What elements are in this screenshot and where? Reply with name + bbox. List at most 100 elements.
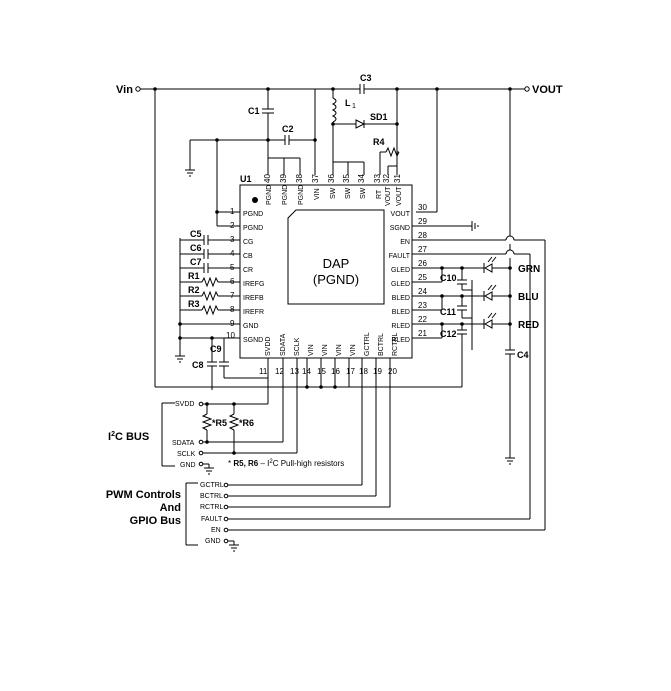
r5-label: *R5: [212, 418, 227, 428]
svg-text:22: 22: [418, 315, 427, 324]
resistor-r6: [228, 413, 240, 431]
svg-text:20: 20: [388, 367, 397, 376]
led-grn-label: GRN: [518, 264, 540, 275]
svg-text:CR: CR: [243, 267, 253, 274]
svg-text:VOUT: VOUT: [396, 186, 403, 206]
c1-label: C1: [248, 106, 260, 116]
svg-text:15: 15: [317, 367, 326, 376]
led-red: [483, 312, 510, 329]
svg-text:1: 1: [352, 103, 356, 110]
svg-text:11: 11: [259, 367, 268, 376]
c3-label: C3: [360, 73, 372, 83]
svg-text:IREFB: IREFB: [243, 295, 264, 302]
svg-text:25: 25: [418, 273, 427, 282]
svg-text:IREFR: IREFR: [243, 309, 264, 316]
svg-text:40: 40: [263, 174, 272, 183]
svg-text:VOUT: VOUT: [385, 186, 392, 206]
svg-text:12: 12: [275, 367, 284, 376]
svg-text:RLED: RLED: [391, 337, 410, 344]
vin-terminal: [135, 86, 141, 92]
svg-text:24: 24: [418, 287, 427, 296]
i2c-bus-label: I2C BUS: [108, 431, 149, 443]
r3-label: R3: [188, 299, 200, 309]
svg-text:30: 30: [418, 203, 427, 212]
svg-text:EN: EN: [211, 527, 221, 534]
resistor-r2: [201, 290, 219, 302]
i2c-note: * R5, R6 – I2C Pull-high resistors: [228, 459, 344, 468]
svg-text:18: 18: [359, 367, 368, 376]
pwm-title-line1: PWM Controls: [106, 489, 181, 501]
svg-text:RLED: RLED: [391, 323, 410, 330]
svg-text:CB: CB: [243, 253, 253, 260]
svg-text:32: 32: [382, 174, 391, 183]
svg-text:19: 19: [373, 367, 382, 376]
dap-sub-label: (PGND): [313, 272, 359, 287]
svg-text:FAULT: FAULT: [389, 253, 411, 260]
resistor-r4: [385, 146, 400, 158]
svg-text:GCTRL: GCTRL: [364, 332, 371, 356]
svg-text:VIN: VIN: [308, 344, 315, 356]
sd1-label: SD1: [370, 112, 388, 122]
r6-label: *R6: [239, 418, 254, 428]
svg-text:PGND: PGND: [298, 185, 305, 205]
svg-text:GLED: GLED: [391, 281, 410, 288]
resistor-r5: [201, 413, 213, 431]
resistor-r3: [201, 304, 219, 316]
svg-text:PGND: PGND: [243, 211, 263, 218]
svg-text:23: 23: [418, 301, 427, 310]
svg-text:RCTRL: RCTRL: [392, 333, 399, 356]
ic-ref-label: U1: [240, 174, 252, 184]
l1-label: L: [345, 98, 351, 108]
svg-text:VIN: VIN: [336, 344, 343, 356]
svg-text:SGND: SGND: [390, 225, 410, 232]
svg-text:SCLK: SCLK: [294, 337, 301, 356]
svg-text:GCTRL: GCTRL: [200, 482, 224, 489]
svg-text:FAULT: FAULT: [201, 516, 223, 523]
svg-text:SGND: SGND: [243, 337, 263, 344]
vin-label: Vin: [116, 84, 133, 96]
c5-label: C5: [190, 229, 202, 239]
svg-text:IREFG: IREFG: [243, 281, 264, 288]
svg-text:16: 16: [331, 367, 340, 376]
svg-text:VIN: VIN: [314, 188, 321, 200]
r4-label: R4: [373, 137, 385, 147]
svg-text:SVDD: SVDD: [175, 401, 194, 408]
diode-sd1: [355, 119, 366, 129]
svg-text:RT: RT: [376, 189, 383, 199]
svg-text:PGND: PGND: [243, 225, 263, 232]
svg-text:13: 13: [290, 367, 299, 376]
c9-label: C9: [210, 344, 222, 354]
svg-text:GND: GND: [180, 462, 196, 469]
c8-label: C8: [192, 360, 204, 370]
pwm-title-line3: GPIO Bus: [130, 515, 181, 527]
resistor-r1: [201, 276, 219, 288]
vout-terminal: [524, 86, 530, 92]
svg-text:VIN: VIN: [322, 344, 329, 356]
svg-text:VOUT: VOUT: [391, 211, 411, 218]
led-green: [483, 256, 510, 273]
svg-text:BCTRL: BCTRL: [378, 333, 385, 356]
c10-label: C10: [440, 273, 457, 283]
dap-pad: [287, 209, 385, 305]
svg-text:38: 38: [295, 174, 304, 183]
svg-text:39: 39: [279, 174, 288, 183]
svg-text:GLED: GLED: [391, 267, 410, 274]
svg-text:27: 27: [418, 245, 427, 254]
svg-text:EN: EN: [400, 239, 410, 246]
c6-label: C6: [190, 243, 202, 253]
svg-text:36: 36: [327, 174, 336, 183]
svg-text:SW: SW: [345, 187, 352, 199]
svg-text:RCTRL: RCTRL: [200, 504, 223, 511]
svg-text:BLED: BLED: [392, 295, 410, 302]
r1-label: R1: [188, 271, 200, 281]
svg-text:GND: GND: [243, 323, 259, 330]
svg-text:21: 21: [418, 329, 427, 338]
c12-label: C12: [440, 329, 457, 339]
c2-label: C2: [282, 124, 294, 134]
svg-text:SW: SW: [360, 187, 367, 199]
svg-text:34: 34: [357, 174, 366, 183]
svg-text:17: 17: [346, 367, 355, 376]
svg-text:26: 26: [418, 259, 427, 268]
vout-label: VOUT: [532, 84, 563, 96]
svg-text:SCLK: SCLK: [177, 451, 196, 458]
